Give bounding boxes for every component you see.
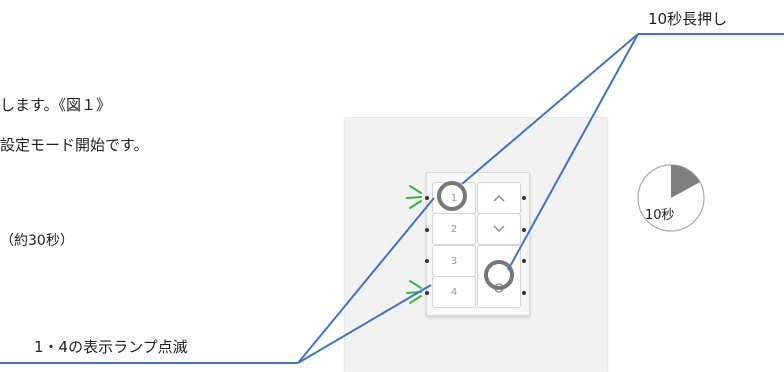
timer-dial-icon	[637, 164, 705, 232]
key-3[interactable]: 3	[432, 245, 476, 277]
callout-top-leader	[461, 33, 784, 271]
led-right-4	[522, 291, 526, 295]
down-arrow-icon	[493, 225, 505, 232]
timer-label: 10秒	[645, 208, 675, 223]
instruction-line-1: します。《図１》	[0, 96, 112, 114]
instruction-line-3: （約30秒）	[0, 233, 74, 249]
callout-top-label: 10秒長押し	[648, 10, 728, 28]
key-down[interactable]	[477, 213, 521, 245]
led-right-3	[522, 259, 526, 263]
key-4[interactable]: 4	[432, 276, 476, 308]
led-down	[522, 228, 526, 232]
callout-bottom-leader	[0, 197, 435, 364]
led-up	[522, 196, 526, 200]
highlight-ring-key-circle	[484, 260, 514, 290]
up-arrow-icon	[493, 195, 505, 202]
instruction-line-2: 設定モード開始です。	[0, 136, 149, 154]
led-1	[425, 196, 429, 200]
led-2	[425, 228, 429, 232]
highlight-ring-key-1	[437, 181, 467, 211]
callout-bottom-label: 1・4の表示ランプ点滅	[34, 338, 188, 356]
led-3	[425, 259, 429, 263]
blink-marks-led-1	[406, 185, 422, 209]
led-4	[425, 291, 429, 295]
key-2[interactable]: 2	[432, 213, 476, 245]
